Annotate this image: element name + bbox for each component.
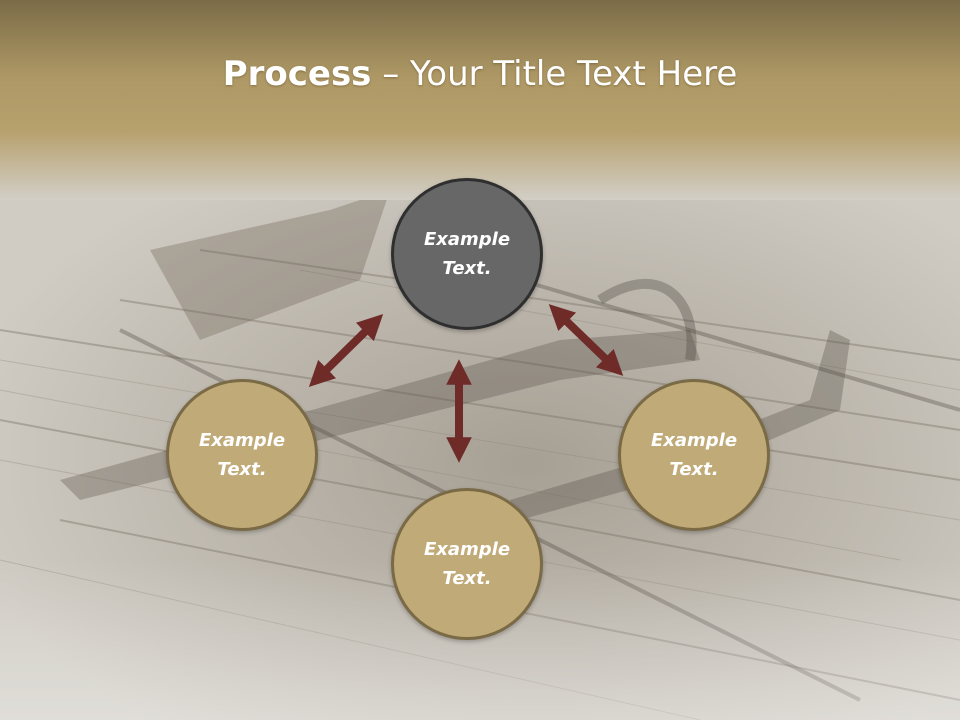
node-top: Example Text.	[391, 178, 543, 330]
node-left-text: Example Text.	[198, 430, 286, 480]
node-right-text: Example Text.	[650, 430, 738, 480]
title-rest: – Your Title Text Here	[371, 54, 738, 94]
arrow-top-right	[548, 304, 624, 376]
node-right: Example Text.	[618, 379, 770, 531]
slide-title: Process – Your Title Text Here	[0, 52, 960, 96]
node-top-text: Example Text.	[423, 229, 511, 279]
arrow-top-left	[308, 314, 384, 387]
node-left: Example Text.	[166, 379, 318, 531]
title-bold: Process	[222, 54, 372, 94]
node-bottom-text: Example Text.	[423, 539, 511, 589]
node-bottom: Example Text.	[391, 488, 543, 640]
